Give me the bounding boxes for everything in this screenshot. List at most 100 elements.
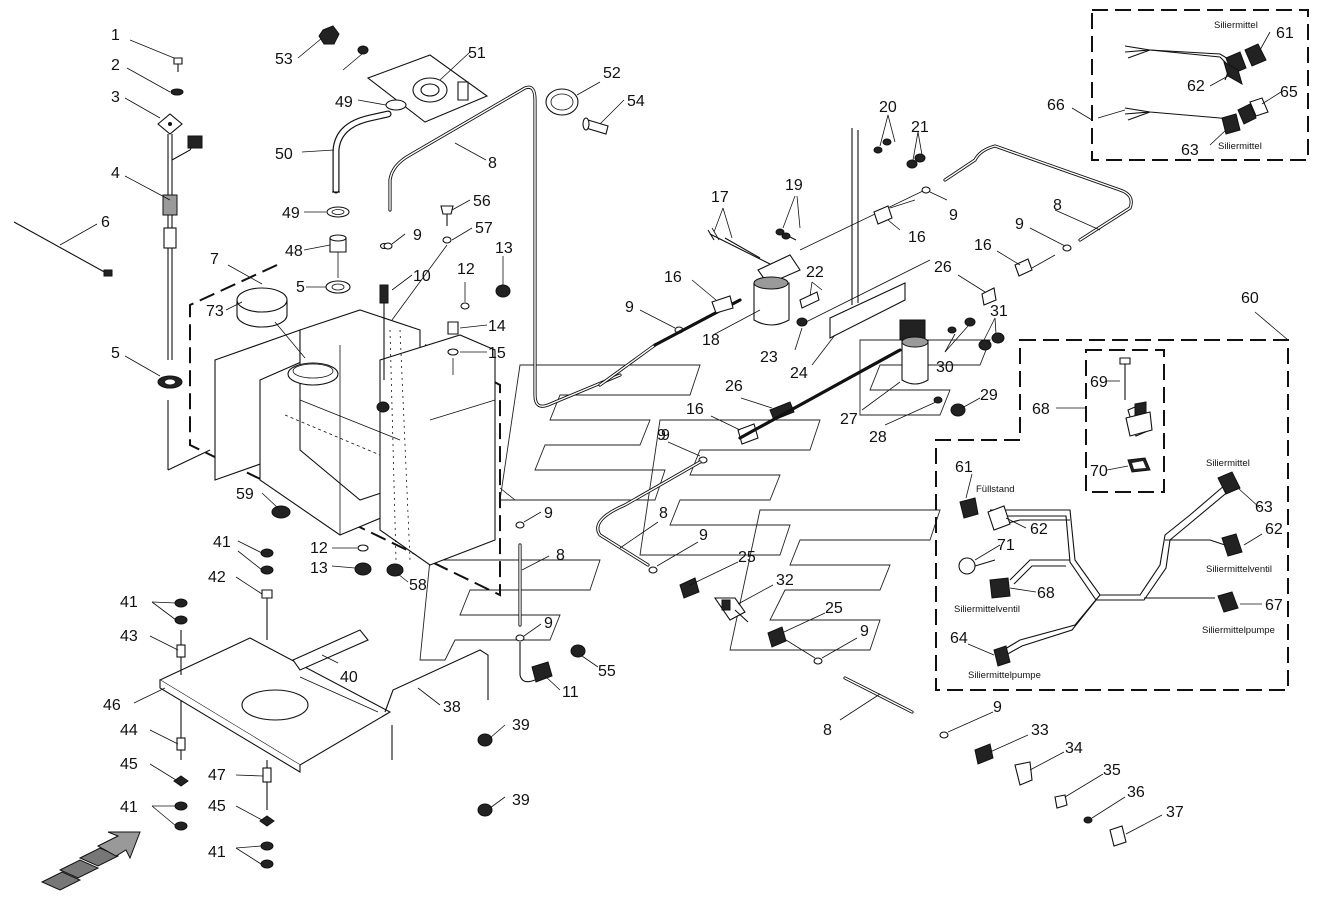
callout-49: 49 — [335, 94, 353, 111]
filter-bracket-assembly — [707, 128, 1005, 417]
callout-29: 29 — [980, 387, 998, 404]
callout-28: 28 — [869, 429, 887, 446]
callout-25: 25 — [738, 549, 756, 566]
callout-41: 41 — [208, 844, 226, 861]
callout-9: 9 — [657, 427, 666, 444]
filler-assembly — [271, 25, 609, 577]
callout-70: 70 — [1090, 463, 1108, 480]
callout-52: 52 — [603, 65, 621, 82]
callout-63: 63 — [1181, 142, 1199, 159]
callout-61: 61 — [1276, 25, 1294, 42]
callout-33: 33 — [1031, 722, 1049, 739]
callout-40: 40 — [340, 669, 358, 686]
callout-12: 12 — [457, 261, 475, 278]
callout-7: 7 — [210, 251, 219, 268]
callout-46: 46 — [103, 697, 121, 714]
callout-71: 71 — [997, 537, 1015, 554]
callout-55: 55 — [598, 663, 616, 680]
callout-30: 30 — [936, 359, 954, 376]
callout-16: 16 — [664, 269, 682, 286]
callout-48: 48 — [285, 243, 303, 260]
callout-20: 20 — [879, 99, 897, 116]
callout-63: 63 — [1255, 499, 1273, 516]
callout-2: 2 — [111, 57, 120, 74]
leader-lines — [59, 31, 1289, 865]
callout-23: 23 — [760, 349, 778, 366]
callout-8: 8 — [556, 547, 565, 564]
callout-27: 27 — [840, 411, 858, 428]
callout-6: 6 — [101, 214, 110, 231]
callout-16: 16 — [908, 229, 926, 246]
callout-60: 60 — [1241, 290, 1259, 307]
callout-42: 42 — [208, 569, 226, 586]
callout-32: 32 — [776, 572, 794, 589]
callout-59: 59 — [236, 486, 254, 503]
callout-66: 66 — [1047, 97, 1065, 114]
callout-69: 69 — [1090, 374, 1108, 391]
callout-44: 44 — [120, 722, 138, 739]
callout-73: 73 — [206, 303, 224, 320]
callout-58: 58 — [409, 577, 427, 594]
callout-68: 68 — [1032, 401, 1050, 418]
callout-62: 62 — [1030, 521, 1048, 538]
callout-9: 9 — [661, 427, 670, 444]
callout-26: 26 — [934, 259, 952, 276]
callout-22: 22 — [806, 264, 824, 281]
inset-66-box — [1091, 9, 1309, 161]
callout-1: 1 — [111, 27, 120, 44]
tank-cap[interactable] — [236, 287, 288, 328]
supply-hose-right — [889, 144, 1133, 277]
callout-37: 37 — [1166, 804, 1184, 821]
callout-26: 26 — [725, 378, 743, 395]
callout-68: 68 — [1037, 585, 1055, 602]
callout-18: 18 — [702, 332, 720, 349]
callout-53: 53 — [275, 51, 293, 68]
callout-5: 5 — [111, 345, 120, 362]
callout-9: 9 — [949, 207, 958, 224]
label-siliermittelventil: Siliermittelventil — [1206, 564, 1272, 575]
callout-8: 8 — [659, 505, 668, 522]
callout-8: 8 — [1053, 197, 1062, 214]
callout-36: 36 — [1127, 784, 1145, 801]
label-siliermittelventil: Siliermittelventil — [954, 604, 1020, 615]
callout-25: 25 — [825, 600, 843, 617]
callout-38: 38 — [443, 699, 461, 716]
callout-57: 57 — [475, 220, 493, 237]
callout-43: 43 — [120, 628, 138, 645]
callout-62: 62 — [1187, 78, 1205, 95]
label-siliermittelpumpe: Siliermittelpumpe — [1202, 625, 1275, 636]
callout-9: 9 — [993, 699, 1002, 716]
callout-64: 64 — [950, 630, 968, 647]
callout-9: 9 — [625, 299, 634, 316]
callout-17: 17 — [711, 189, 729, 206]
callout-9: 9 — [1015, 216, 1024, 233]
label-siliermittel: Siliermittel — [1214, 20, 1258, 31]
callout-67: 67 — [1265, 597, 1283, 614]
callout-16: 16 — [974, 237, 992, 254]
callout-65: 65 — [1280, 84, 1298, 101]
callout-31: 31 — [990, 303, 1008, 320]
callout-41: 41 — [120, 594, 138, 611]
callout-61: 61 — [955, 459, 973, 476]
callout-9: 9 — [860, 623, 869, 640]
callout-numbers: 1 2 3 4 5 5 6 7 8 8 8 8 8 9 9 9 9 9 9 9 … — [101, 25, 1298, 861]
callout-34: 34 — [1065, 740, 1083, 757]
callout-16: 16 — [686, 401, 704, 418]
callout-14: 14 — [488, 318, 506, 335]
wiring-labels: Siliermittel Siliermittel Füllstand Sili… — [954, 20, 1275, 681]
callout-39: 39 — [512, 717, 530, 734]
callout-49: 49 — [282, 205, 300, 222]
travel-direction-arrow-icon — [40, 831, 141, 891]
callout-21: 21 — [911, 119, 929, 136]
mounting-plate-assembly — [158, 548, 493, 869]
level-sensor-assembly — [13, 57, 211, 471]
callout-41: 41 — [213, 534, 231, 551]
drain-line — [499, 487, 586, 683]
callout-54: 54 — [627, 93, 645, 110]
callout-51: 51 — [468, 45, 486, 62]
label-siliermittelpumpe: Siliermittelpumpe — [968, 670, 1041, 681]
background-outline-shapes — [419, 339, 991, 661]
callout-8: 8 — [823, 722, 832, 739]
